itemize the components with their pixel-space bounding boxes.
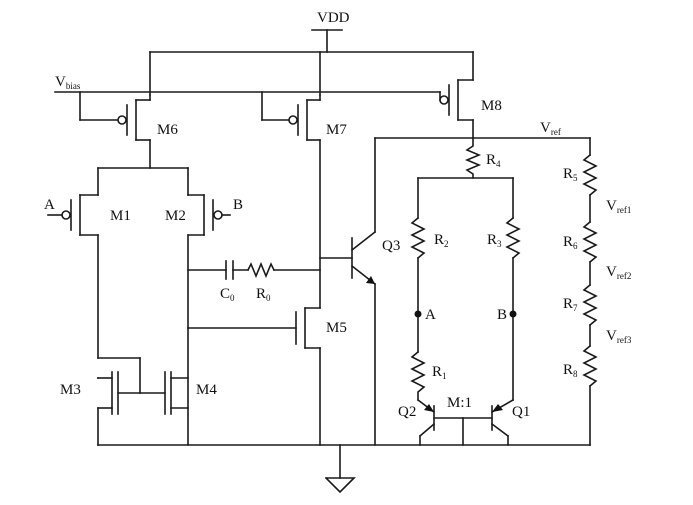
transistor-m3 (97, 357, 166, 446)
label-r4: R4 (486, 152, 501, 169)
label-q2: Q2 (398, 404, 416, 420)
resistor-r2 (410, 216, 426, 260)
resistor-r6 (582, 220, 598, 264)
node-a (414, 310, 422, 318)
label-r3: R3 (487, 232, 502, 249)
resistor-r4 (464, 137, 482, 179)
node-a-label: A (425, 307, 436, 323)
label-r5: R5 (563, 166, 578, 183)
vdd-label: VDD (317, 10, 350, 26)
label-m1: M1 (110, 208, 131, 224)
label-r6: R6 (563, 234, 578, 251)
vref3-label: Vref3 (606, 328, 632, 345)
ratio-label: M:1 (447, 395, 472, 411)
vref-label: Vref (540, 120, 561, 137)
transistor-m4 (164, 371, 189, 415)
transistor-m2 (187, 167, 231, 446)
transistor-m6 (79, 91, 151, 169)
resistor-r8 (582, 344, 598, 388)
vbias-label: Vbias (55, 74, 81, 91)
label-q3: Q3 (382, 238, 400, 254)
resistor-r7 (582, 283, 598, 327)
label-c0: C0 (220, 286, 235, 303)
compensation-network (187, 260, 321, 280)
ground-symbol (324, 444, 356, 494)
label-m3: M3 (60, 382, 81, 398)
resistor-r5 (582, 153, 598, 197)
label-m8: M8 (481, 98, 502, 114)
transistor-q1 (490, 398, 515, 446)
vref1-label: Vref1 (606, 198, 631, 215)
label-r2: R2 (434, 232, 449, 249)
label-m5: M5 (326, 320, 347, 336)
transistor-m1 (47, 167, 99, 359)
label-r1: R1 (432, 364, 447, 381)
resistor-r3 (505, 216, 521, 260)
resistor-r1 (410, 350, 426, 401)
transistor-m5 (187, 307, 321, 446)
transistor-q3 (350, 230, 377, 446)
node-b-label: B (497, 307, 507, 323)
transistor-m7 (261, 91, 321, 141)
label-m2: M2 (165, 208, 186, 224)
transistor-m8 (439, 79, 474, 139)
label-m7: M7 (326, 122, 347, 138)
vdd-terminal (311, 29, 343, 53)
label-m6: M6 (157, 122, 178, 138)
label-r8: R8 (563, 362, 578, 379)
input-b-label: B (233, 197, 243, 213)
vref2-label: Vref2 (606, 264, 631, 281)
transistor-q2 (416, 398, 436, 446)
label-r7: R7 (563, 296, 578, 313)
label-r0: R0 (256, 286, 271, 303)
input-a-label: A (44, 197, 55, 213)
label-q1: Q1 (512, 404, 530, 420)
node-b (509, 310, 517, 318)
label-m4: M4 (196, 382, 217, 398)
